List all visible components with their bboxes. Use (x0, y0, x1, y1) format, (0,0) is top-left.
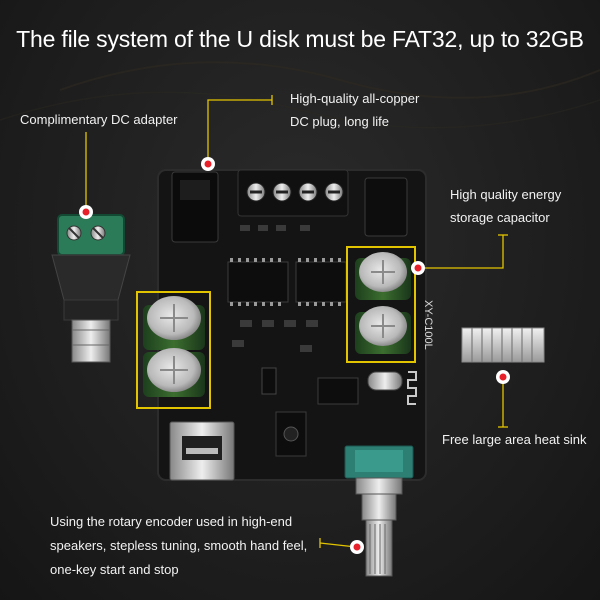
capacitor-highlight-left (136, 291, 211, 409)
heat-sink (461, 327, 545, 363)
label-capacitor-line2: storage capacitor (450, 210, 550, 225)
label-dc-plug-line1: High-quality all-copper (290, 91, 420, 106)
label-dc-adapter: Complimentary DC adapter (20, 112, 178, 127)
label-encoder-line2: speakers, stepless tuning, smooth hand f… (50, 538, 308, 553)
headline: The file system of the U disk must be FA… (16, 26, 584, 52)
board-marking: XY-C100L (422, 300, 434, 350)
capacitors-right (355, 252, 411, 354)
capacitors-left (143, 296, 205, 397)
rotary-encoder (344, 445, 414, 577)
capacitor-highlight-right (346, 246, 416, 363)
label-heat-sink: Free large area heat sink (442, 432, 587, 447)
dc-adapter-image (51, 214, 131, 363)
label-encoder-line3: one-key start and stop (50, 562, 179, 577)
callout-markers (79, 157, 510, 554)
label-dc-plug-line2: DC plug, long life (290, 114, 389, 129)
label-capacitor-line1: High quality energy (450, 187, 562, 202)
label-encoder-line1: Using the rotary encoder used in high-en… (50, 514, 293, 529)
